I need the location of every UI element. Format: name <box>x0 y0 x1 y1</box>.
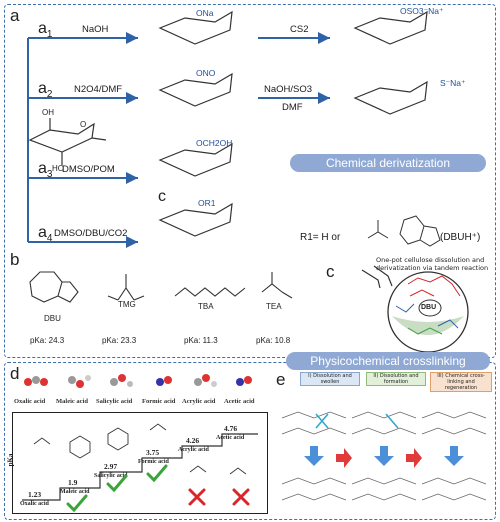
check-icon <box>106 474 128 493</box>
check-icon <box>66 494 88 512</box>
panel-d-label: d <box>10 364 20 383</box>
acid-ball-models <box>24 374 252 388</box>
bottom-panel-frame <box>4 362 496 520</box>
base-dbu-name: DBU <box>44 314 61 323</box>
r1-definition: R1= H or <box>300 232 341 243</box>
base-tmg-name: TMG <box>118 300 136 309</box>
product-a3-sub: OCH2OH <box>196 138 233 148</box>
flask-dbu-center: DBU <box>421 304 437 311</box>
check-cross-marks <box>66 464 250 512</box>
base-tmg-pka: pKa: 23.3 <box>102 336 137 345</box>
base-tea-pka: pKa: 10.8 <box>256 336 291 345</box>
reagent-naoh: NaOH <box>82 24 109 35</box>
cross-icon <box>232 488 250 506</box>
r1-dbuh-label: (DBUH⁺) <box>440 232 481 243</box>
panel-c-ref-label: c <box>158 188 166 205</box>
product-a2-sub: ONO <box>196 68 216 78</box>
reagent-cs2: CS2 <box>290 24 309 35</box>
reagent-naoh-so3: NaOH/SO3 <box>264 84 313 95</box>
top-panel-frame <box>4 4 496 358</box>
product-a1b-sub: OSO3⁻Na⁺ <box>400 6 444 16</box>
step-name-maleic: Maleic acid <box>60 489 90 495</box>
base-tba-name: TBA <box>198 302 214 311</box>
route-a4-label: a4 <box>38 224 53 245</box>
base-structures <box>29 271 293 303</box>
acid-name-acrylic: Acrylic acid <box>182 398 216 405</box>
acid-name-maleic: Maleic acid <box>56 398 88 405</box>
pka-value-acetic: 4.76 <box>224 424 238 433</box>
pka-value-salicylic: 2.97 <box>104 462 118 471</box>
cross-icon <box>188 488 206 506</box>
product-a2b-sub: S⁻Na⁺ <box>440 78 466 88</box>
stage-3-label: III) Chemical cross-linking and regenera… <box>430 372 492 392</box>
physicochemical-crosslinking-banner: Physicochemical crosslinking <box>286 352 490 370</box>
step-name-salicylic: Salicylic acid <box>94 473 128 479</box>
step-name-formic: Formic acid <box>138 459 169 465</box>
reaction-flask <box>361 265 469 353</box>
r1-carbonyl-structure <box>367 215 441 247</box>
pka-value-formic: 3.75 <box>146 448 160 457</box>
check-icon <box>146 464 168 483</box>
start-o: O <box>80 120 87 129</box>
acid-name-oxalic: Oxalic acid <box>14 398 46 405</box>
panel-b-label: b <box>10 250 20 269</box>
acid-name-acetic: Acetic acid <box>224 398 255 405</box>
stage-2-label: II) Dissolution and formation <box>366 372 426 386</box>
pka-value-acrylic: 4.26 <box>186 436 200 445</box>
pka-value-oxalic: 1.23 <box>28 490 42 499</box>
pka-value-maleic: 1.9 <box>68 478 78 487</box>
base-tba-pka: pKa: 11.3 <box>184 336 218 345</box>
base-dbu-pka: pKa: 24.3 <box>30 336 65 345</box>
panel-c-label: c <box>326 262 335 281</box>
panel-c-caption-2: derivatization via tandem reaction <box>376 264 489 272</box>
pka-staircase <box>22 423 258 501</box>
acid-name-salicylic: Salicylic acid <box>96 398 133 405</box>
product-a1-sub: ONa <box>196 8 214 18</box>
reagent-n2o4: N2O4/DMF <box>74 84 123 95</box>
step-name-acrylic: Acrylic acid <box>178 447 209 453</box>
panel-e-label: e <box>276 370 286 389</box>
pka-staircase-box <box>12 412 268 514</box>
start-oh-top: OH <box>42 108 54 117</box>
panel-a-label: a <box>10 6 20 25</box>
acid-name-formic: Formic acid <box>142 398 176 405</box>
chemical-derivatization-banner: Chemical derivatization <box>290 154 486 172</box>
panel-a-scheme <box>27 10 428 248</box>
base-tea-name: TEA <box>266 302 282 311</box>
panel-c-caption-1: One-pot cellulose dissolution and <box>376 256 485 264</box>
route-a2-label: a2 <box>38 80 53 101</box>
stage-1-label: I) Dissolution and swollen <box>300 372 360 386</box>
product-a4-sub: OR1 <box>198 198 216 208</box>
reagent-dmf: DMF <box>282 102 303 113</box>
route-a1-label: a1 <box>38 20 53 41</box>
reagent-dmso-pom: DMSO/POM <box>62 164 115 175</box>
crosslinking-mechanism-diagram <box>281 411 487 501</box>
reagent-dmso-dbu-co2: DMSO/DBU/CO2 <box>54 228 128 239</box>
start-ho: HO <box>52 164 64 173</box>
route-a3-label: a3 <box>38 160 53 181</box>
step-name-acetic: Acetic acid <box>216 435 245 441</box>
step-name-oxalic: Oxalic acid <box>20 501 49 507</box>
